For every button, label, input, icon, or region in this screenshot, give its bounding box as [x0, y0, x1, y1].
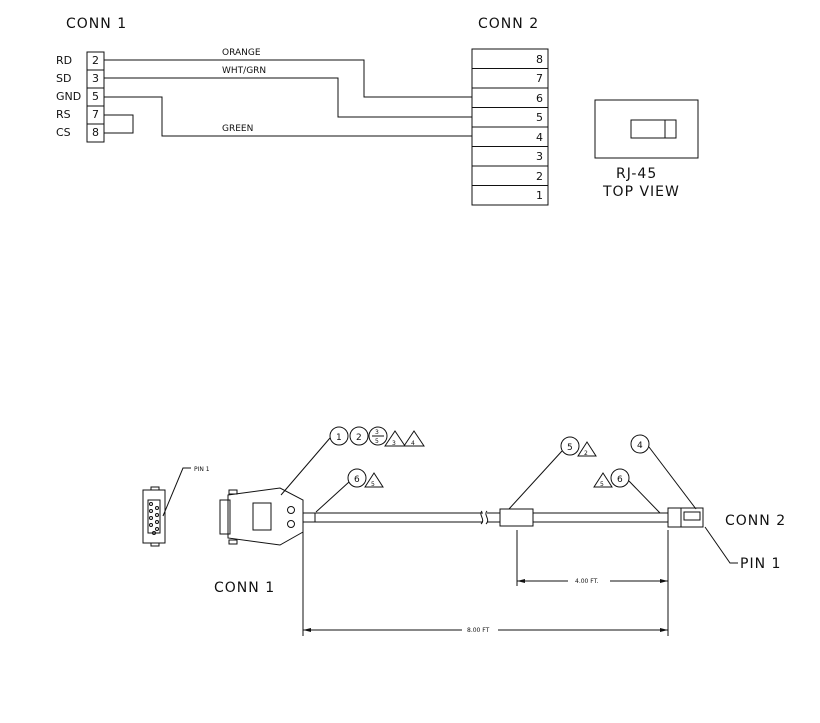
dimension-8ft-label: 8.00 FT — [467, 627, 490, 634]
conn1-signal-gnd: GND — [56, 90, 81, 103]
conn1-pin-3: 3 — [92, 72, 99, 85]
conn2-pin-7: 7 — [536, 72, 543, 85]
conn1-pin-2: 2 — [92, 54, 99, 67]
cable — [315, 508, 668, 527]
rj45-sublabel: TOP VIEW — [602, 184, 680, 200]
balloon-b-item: 6 — [354, 475, 360, 485]
conn1-assembly-label: CONN 1 — [214, 580, 275, 596]
conn2-title: CONN 2 — [478, 16, 539, 32]
balloon-d: 5 6 — [593, 468, 661, 514]
wire-orange — [104, 59, 472, 98]
balloon-a-stack-bottom: 5 — [375, 438, 379, 445]
balloon-e-item: 4 — [637, 441, 643, 451]
db9-face-icon — [142, 486, 166, 547]
rj45-label: RJ-45 — [616, 166, 657, 182]
conn1-signal-rd: RD — [56, 54, 72, 67]
conn2-pin-4: 4 — [536, 131, 543, 144]
wire-label-orange: ORANGE — [222, 48, 261, 58]
dimension-8ft — [302, 530, 669, 636]
ferrite-bead — [499, 508, 534, 527]
pin1-label-large: PIN 1 — [740, 556, 781, 572]
rs-cs-jumper — [104, 114, 134, 134]
wire-green — [104, 96, 472, 137]
conn2-pin-1: 1 — [536, 189, 543, 202]
balloon-d-item: 6 — [617, 475, 623, 485]
conn1-signal-sd: SD — [56, 72, 71, 85]
balloon-c-tri: 2 — [584, 450, 588, 457]
conn1-pin-5: 5 — [92, 90, 99, 103]
balloon-d-tri: 5 — [600, 481, 604, 488]
balloon-a: 1 2 3 5 3 4 — [280, 426, 425, 496]
wire-label-wht-grn: WHT/GRN — [222, 66, 266, 76]
conn2-pin-3: 3 — [536, 150, 543, 163]
balloon-e: 4 — [630, 434, 697, 510]
pin1-label-small: PIN 1 — [194, 466, 210, 473]
conn2-assembly-label: CONN 2 — [725, 513, 786, 529]
conn1-pin-7: 7 — [92, 108, 99, 121]
balloon-c-item: 5 — [567, 443, 573, 453]
conn1-pin-table: RD SD GND RS CS 2 3 5 7 8 — [56, 51, 105, 143]
db9-connector-body — [219, 487, 316, 546]
dimension-4ft — [516, 530, 669, 586]
wire-wht-grn — [104, 77, 472, 118]
conn1-title: CONN 1 — [66, 16, 127, 32]
pin1-leader-large — [704, 526, 738, 564]
wire-label-green: GREEN — [222, 124, 253, 134]
conn1-signal-cs: CS — [56, 126, 71, 139]
rj45-plug-icon — [667, 507, 704, 528]
conn2-pin-table: 8 7 6 5 4 3 2 1 — [471, 48, 549, 206]
conn2-pin-6: 6 — [536, 92, 543, 105]
conn2-pin-5: 5 — [536, 111, 543, 124]
dimension-4ft-label: 4.00 FT. — [575, 578, 599, 585]
conn2-pin-2: 2 — [536, 170, 543, 183]
rj45-top-view-icon — [594, 99, 699, 159]
conn1-signal-rs: RS — [56, 108, 71, 121]
balloon-a-stack-top: 3 — [375, 429, 379, 436]
pin1-leader-small — [162, 467, 191, 517]
balloon-a-tri-3: 3 — [392, 440, 396, 447]
balloon-b-tri: 5 — [371, 481, 375, 488]
balloon-c: 5 2 — [508, 436, 597, 510]
balloon-a-tri-4: 4 — [411, 440, 415, 447]
balloon-a-item-1: 1 — [336, 433, 342, 443]
balloon-b: 6 5 — [315, 468, 384, 513]
balloon-a-item-2: 2 — [356, 433, 362, 443]
conn2-pin-8: 8 — [536, 53, 543, 66]
conn1-pin-8: 8 — [92, 126, 99, 139]
